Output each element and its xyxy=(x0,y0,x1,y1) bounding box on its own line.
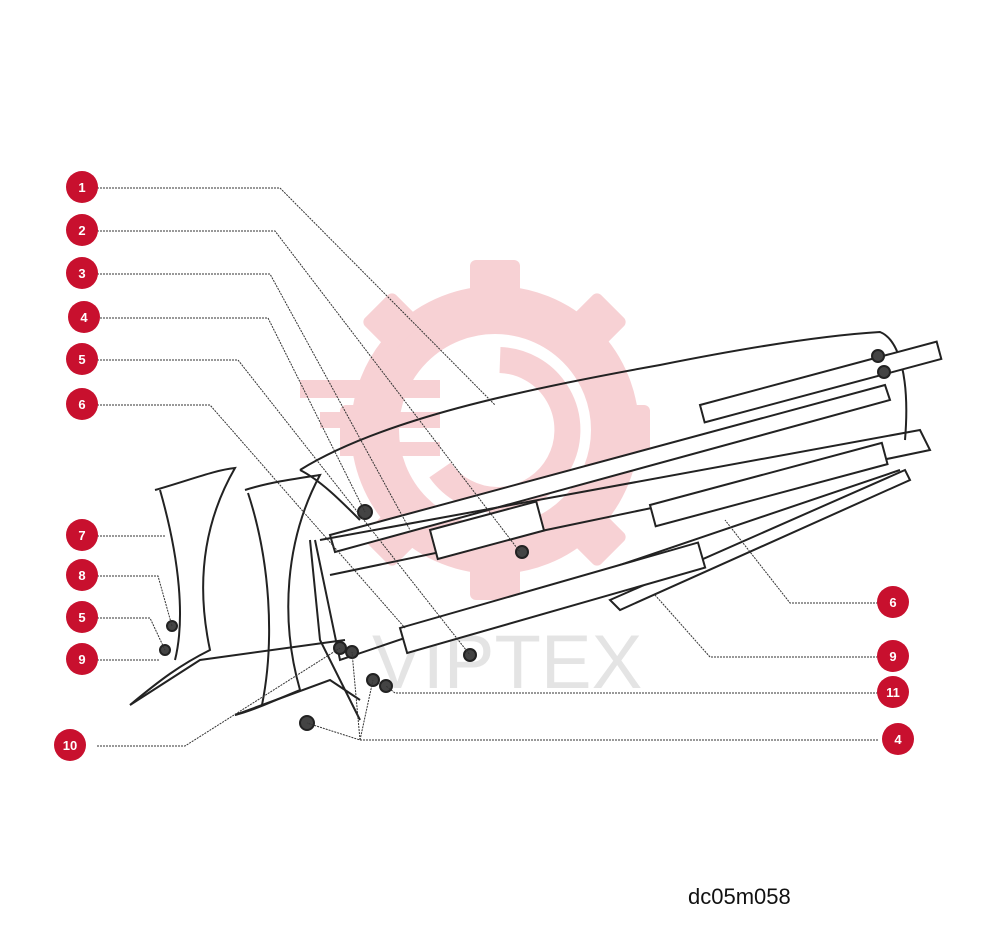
callout-11-right: 11 xyxy=(877,676,909,708)
callouts-left: 1 2 3 4 5 6 7 8 5 9 10 xyxy=(54,171,100,761)
svg-text:3: 3 xyxy=(78,266,85,281)
callout-9-right: 9 xyxy=(877,640,909,672)
svg-text:2: 2 xyxy=(78,223,85,238)
svg-text:9: 9 xyxy=(889,649,896,664)
callout-3: 3 xyxy=(66,257,98,289)
diagram-code: dc05m058 xyxy=(688,884,791,909)
svg-text:4: 4 xyxy=(894,732,902,747)
svg-text:4: 4 xyxy=(80,310,88,325)
callout-1: 1 xyxy=(66,171,98,203)
callout-6-right: 6 xyxy=(877,586,909,618)
svg-text:10: 10 xyxy=(63,738,77,753)
svg-text:1: 1 xyxy=(78,180,85,195)
blade-assembly xyxy=(129,330,943,731)
callout-6: 6 xyxy=(66,388,98,420)
svg-text:6: 6 xyxy=(78,397,85,412)
svg-text:8: 8 xyxy=(78,568,85,583)
callouts-right: 6 9 11 4 xyxy=(877,586,914,755)
callout-5b: 5 xyxy=(66,601,98,633)
leader-lines xyxy=(97,187,878,747)
svg-text:5: 5 xyxy=(78,352,85,367)
svg-text:9: 9 xyxy=(78,652,85,667)
callout-4: 4 xyxy=(68,301,100,333)
callout-10: 10 xyxy=(54,729,86,761)
svg-text:7: 7 xyxy=(78,528,85,543)
callout-7: 7 xyxy=(66,519,98,551)
callout-5: 5 xyxy=(66,343,98,375)
svg-text:11: 11 xyxy=(886,685,900,700)
callout-2: 2 xyxy=(66,214,98,246)
callout-8: 8 xyxy=(66,559,98,591)
callout-4-right: 4 xyxy=(882,723,914,755)
svg-text:6: 6 xyxy=(889,595,896,610)
svg-text:5: 5 xyxy=(78,610,85,625)
callout-9: 9 xyxy=(66,643,98,675)
